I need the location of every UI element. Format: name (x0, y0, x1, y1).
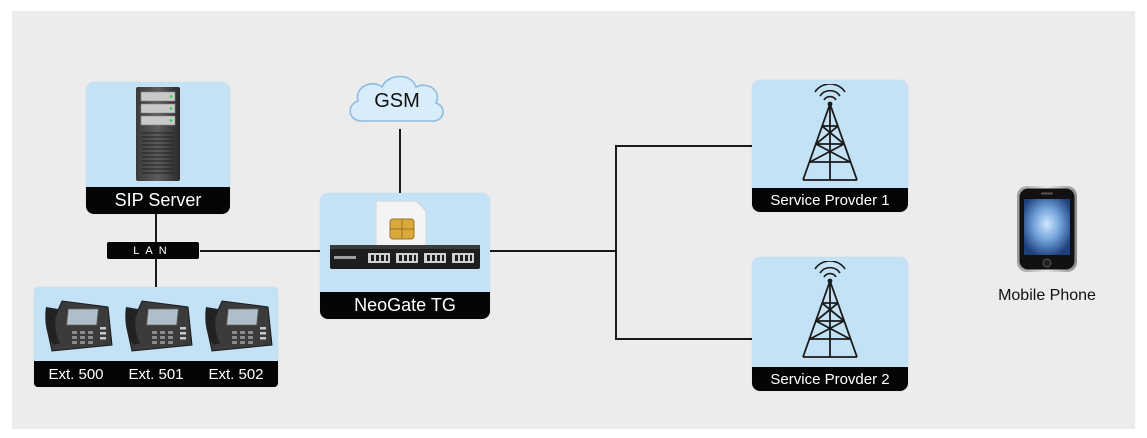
trunk-vertical (615, 145, 617, 340)
provider-2-label: Service Provder 2 (752, 367, 908, 391)
link-lan-phones (155, 258, 157, 288)
gsm-label: GSM (374, 90, 420, 112)
link-lan-gateway (200, 250, 320, 252)
sip-server-card[interactable]: SIP Server (86, 82, 230, 214)
link-trunk-provider-2 (615, 338, 753, 340)
gsm-cloud[interactable]: GSM (342, 67, 452, 133)
link-server-lan (155, 214, 157, 244)
mobile-phone-label: Mobile Phone (998, 287, 1096, 304)
extensions-card[interactable]: Ext. 500 Ext. 501 Ext. 502 (34, 287, 278, 387)
ext-label-501: Ext. 501 (128, 365, 184, 383)
link-gsm-gateway (399, 129, 401, 193)
cloud-icon (349, 75, 444, 122)
provider-1-card[interactable]: Service Provder 1 (752, 80, 908, 212)
ext-label-500: Ext. 500 (48, 365, 104, 383)
smartphone-icon[interactable] (1017, 186, 1077, 272)
radio-tower-icon (802, 261, 858, 358)
radio-tower-icon (802, 84, 858, 181)
provider-2-card[interactable]: Service Provder 2 (752, 257, 908, 391)
ext-label-502: Ext. 502 (208, 365, 264, 383)
desk-phone-icon (205, 300, 273, 352)
diagram-canvas: SIP Server LAN Ext. 500 Ext. 501 Ext. 50… (12, 11, 1135, 429)
neogate-card[interactable]: NeoGate TG (320, 193, 490, 319)
link-trunk-provider-1 (615, 145, 753, 147)
gateway-device-icon (330, 245, 480, 269)
desk-phone-icon (125, 300, 193, 352)
link-gateway-trunk (489, 250, 617, 252)
desk-phone-icon (45, 300, 113, 352)
lan-switch-label: LAN (107, 242, 199, 259)
server-tower-icon (136, 87, 180, 181)
provider-1-label: Service Provder 1 (752, 188, 908, 212)
sip-server-label: SIP Server (86, 187, 230, 214)
extensions-label-bar (34, 361, 278, 387)
neogate-label: NeoGate TG (320, 292, 490, 319)
